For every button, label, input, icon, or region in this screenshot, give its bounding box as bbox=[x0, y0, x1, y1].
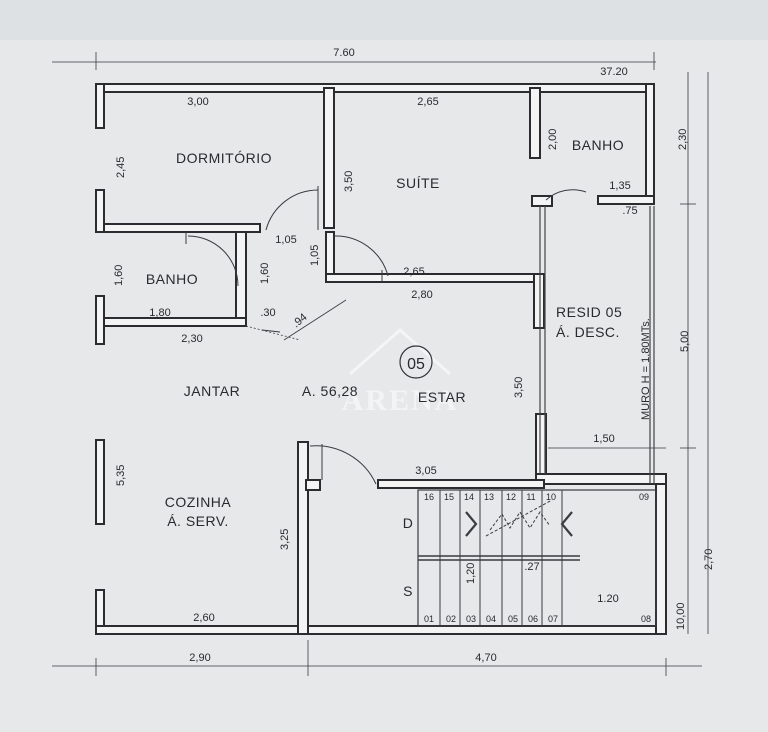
stair-step-bottom-04: 04 bbox=[486, 614, 496, 624]
stair-down-label: D bbox=[403, 515, 414, 531]
stair-step-top-13: 13 bbox=[484, 492, 494, 502]
label-suite: SUÍTE bbox=[396, 175, 440, 191]
label-cozinha: COZINHA bbox=[165, 494, 232, 510]
stair-labels: D S bbox=[403, 515, 414, 599]
dim-suite-height: 3,50 bbox=[343, 171, 355, 192]
dim-wall-2-30: 2,30 bbox=[181, 333, 202, 345]
stair-step-numbers: 16 15 14 13 12 11 10 09 01 02 03 04 05 06 07 08 bbox=[424, 492, 651, 624]
dim-banho-width: 1,80 bbox=[149, 307, 170, 319]
walls bbox=[95, 83, 667, 635]
stair-step-top-11: 11 bbox=[526, 492, 535, 502]
dim-hall-small: .30 bbox=[260, 307, 275, 319]
dim-stair-step: .27 bbox=[524, 561, 539, 573]
dim-estar-height: 3,50 bbox=[513, 377, 525, 398]
dim-right-corner: 10,00 bbox=[675, 602, 687, 630]
dim-banho-suite-height: 2,00 bbox=[547, 129, 559, 150]
stair-step-top-16: 16 bbox=[424, 492, 434, 502]
label-estar: ESTAR bbox=[418, 389, 466, 405]
dim-banho-suite-small: .75 bbox=[622, 205, 637, 217]
stair-step-bottom-08: 08 bbox=[641, 614, 651, 624]
dim-suite-bottom: 2,65 bbox=[403, 266, 424, 278]
dim-stair-land: 1.20 bbox=[597, 593, 618, 605]
dim-bottom-right: 4,70 bbox=[475, 652, 496, 664]
stair-step-bottom-01: 01 bbox=[424, 614, 434, 624]
label-area-servico: Á. SERV. bbox=[167, 513, 229, 529]
dimension-labels: 7.60 37.20 3,00 2,65 2,45 3,50 2,00 1,35… bbox=[113, 47, 715, 664]
watermark: ARENA bbox=[342, 328, 459, 417]
room-labels: DORMITÓRIO SUÍTE BANHO BANHO RESID 05 Á.… bbox=[146, 137, 652, 529]
stair-step-top-10: 10 bbox=[546, 492, 556, 502]
dim-cozinha-width: 2,60 bbox=[193, 612, 214, 624]
dim-top-right: 37.20 bbox=[600, 66, 628, 78]
label-area-total: A. 56,28 bbox=[302, 383, 358, 399]
unit-number: 05 bbox=[407, 356, 425, 373]
stair-step-top-15: 15 bbox=[444, 492, 454, 502]
dim-door-b: 1,05 bbox=[309, 245, 321, 266]
stair-step-bottom-05: 05 bbox=[508, 614, 518, 624]
dimension-lines bbox=[52, 52, 709, 676]
label-area-descoberta: Á. DESC. bbox=[556, 324, 620, 340]
stair-step-bottom-02: 02 bbox=[446, 614, 456, 624]
dim-right-middle: 5,00 bbox=[679, 331, 691, 352]
label-jantar: JANTAR bbox=[184, 383, 240, 399]
unit-badge: 05 bbox=[399, 345, 433, 379]
dim-banho-height: 1,60 bbox=[113, 265, 125, 286]
stair-step-top-12: 12 bbox=[506, 492, 516, 502]
dim-banho-suite-width: 1,35 bbox=[609, 180, 630, 192]
dim-stair-width: 3,05 bbox=[415, 465, 436, 477]
dim-cozinha-height: 5,35 bbox=[115, 465, 127, 486]
staircase bbox=[417, 489, 657, 627]
desc-boundary bbox=[539, 206, 655, 484]
label-banho: BANHO bbox=[146, 271, 198, 287]
stair-step-bottom-06: 06 bbox=[528, 614, 538, 624]
dim-dorm-width: 3,00 bbox=[187, 96, 208, 108]
dim-suite-width: 2,65 bbox=[417, 96, 438, 108]
stair-step-top-09: 09 bbox=[639, 492, 649, 502]
dim-hall-height: 1,60 bbox=[259, 263, 271, 284]
dim-desc-width: 1,50 bbox=[593, 433, 614, 445]
label-muro: MURO H = 1.80MTs. bbox=[640, 318, 652, 420]
label-resid: RESID 05 bbox=[556, 304, 622, 320]
label-dormitorio: DORMITÓRIO bbox=[176, 150, 272, 166]
stair-step-bottom-03: 03 bbox=[466, 614, 476, 624]
doors bbox=[185, 186, 587, 485]
dim-top-total: 7.60 bbox=[333, 47, 354, 59]
stair-step-top-14: 14 bbox=[464, 492, 474, 502]
dim-stair-height: 3,25 bbox=[279, 529, 291, 550]
dim-right-lower: 2,70 bbox=[703, 549, 715, 570]
stair-step-bottom-07: 07 bbox=[548, 614, 558, 624]
watermark-text: ARENA bbox=[342, 384, 459, 417]
stair-up-label: S bbox=[403, 583, 413, 599]
dim-bottom-left: 2,90 bbox=[189, 652, 210, 664]
dim-dorm-height: 2,45 bbox=[115, 157, 127, 178]
dim-right-upper: 2,30 bbox=[677, 129, 689, 150]
dim-hall-width: 2,80 bbox=[411, 289, 432, 301]
label-banho-suite: BANHO bbox=[572, 137, 624, 153]
dim-door-a: 1,05 bbox=[275, 234, 296, 246]
dim-stair-depth: 1,20 bbox=[465, 563, 477, 584]
